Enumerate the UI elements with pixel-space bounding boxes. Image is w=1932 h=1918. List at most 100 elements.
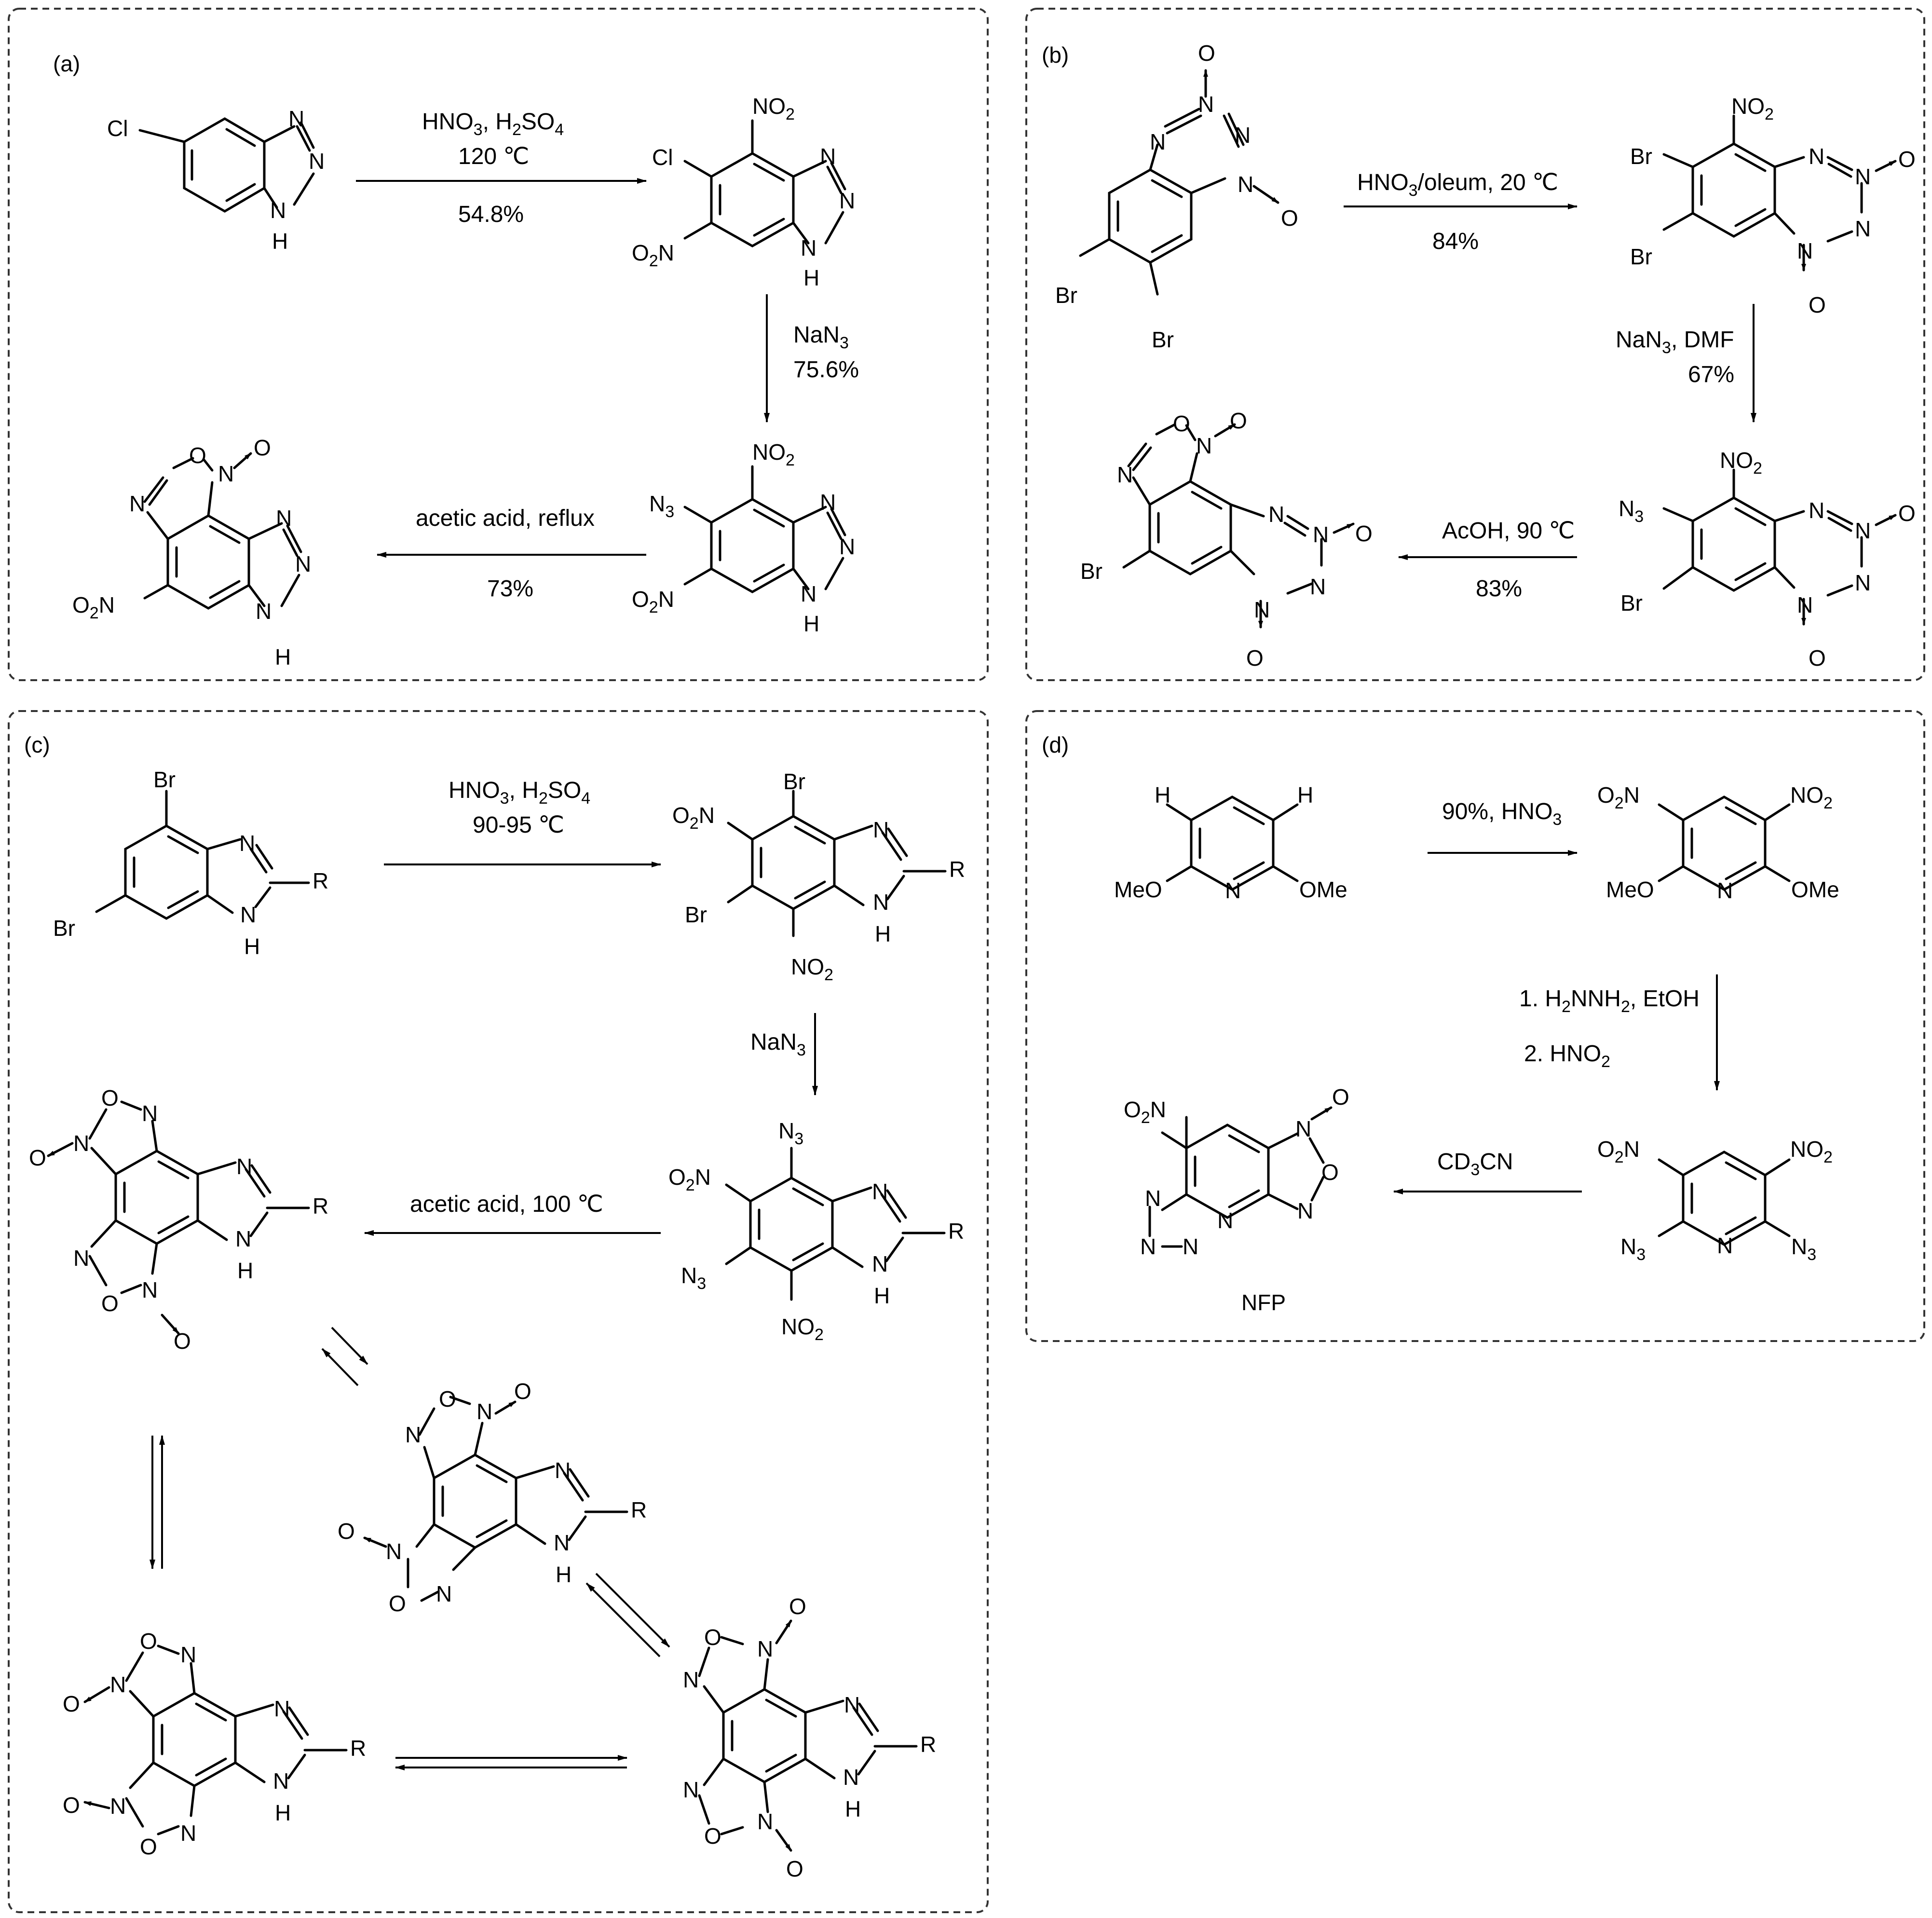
atom-N: N [270, 198, 286, 223]
atom-N: N [1140, 1234, 1156, 1259]
atom-N: N [873, 890, 889, 915]
atom-O: O [1173, 411, 1190, 436]
atom-N: N [1145, 1186, 1161, 1211]
atom-N: N [142, 1101, 158, 1126]
atom-R: R [350, 1736, 366, 1761]
atom-Cl: Cl [107, 116, 128, 141]
compound-b4: N O N O N N O N N O Br [1080, 408, 1373, 671]
atom-O: O [63, 1793, 80, 1818]
atom-O: O [101, 1291, 119, 1316]
atom-O: O [189, 443, 206, 468]
group-O2N: O2N [668, 1164, 711, 1194]
group-O2N: O2N [1124, 1097, 1166, 1127]
cond-d-step2-line1: 1. H2NNH2, EtOH [1519, 986, 1700, 1016]
atom-N: N [1717, 1233, 1733, 1258]
atom-H: H [875, 921, 891, 946]
equilibrium-c4-c7 [150, 1435, 165, 1569]
atom-O: O [29, 1145, 46, 1170]
atom-N: N [273, 1768, 289, 1794]
cond-c-step1-line1: HNO3, H2SO4 [449, 778, 590, 808]
atom-H: H [275, 644, 291, 670]
atom-N: N [757, 1636, 773, 1661]
group-N3: N3 [649, 491, 674, 521]
panel-c: Br Br N N H R HNO3, H2SO4 90-95 ℃ Br Br … [29, 767, 965, 1881]
atom-N: N [1855, 216, 1871, 241]
compound-c2: Br Br O2N NO2 N N H R [672, 769, 965, 984]
atom-H: H [1155, 782, 1170, 808]
atom-O: O [1809, 292, 1826, 317]
cond-a-step1-line2: 120 ℃ [458, 144, 529, 169]
atom-N: N [476, 1399, 492, 1424]
cond-c-step3-line1: acetic acid, 100 ℃ [410, 1192, 603, 1217]
atom-N: N [820, 144, 836, 169]
atom-N: N [1797, 238, 1813, 263]
cond-d-step3-line1: CD3CN [1437, 1149, 1513, 1179]
compound-c4: N O O N N O N O N N H R [29, 1085, 328, 1354]
atom-N: N [1238, 172, 1253, 197]
atom-N: N [1855, 518, 1871, 543]
atom-N: N [757, 1809, 773, 1834]
atom-Br: Br [1630, 244, 1652, 269]
atom-N: N [554, 1530, 570, 1555]
atom-O: O [789, 1594, 806, 1619]
panel-d-label: (d) [1042, 732, 1069, 757]
atom-N: N [1183, 1234, 1198, 1259]
panel-c-label: (c) [24, 732, 50, 757]
atom-N: N [295, 551, 311, 576]
atom-N: N [1150, 129, 1166, 154]
cond-a-step2-line2: 75.6% [793, 357, 859, 383]
atom-N: N [1313, 522, 1329, 547]
atom-N: N [1117, 462, 1133, 487]
atom-N: N [872, 1251, 888, 1276]
atom-H: H [556, 1562, 571, 1587]
atom-N: N [73, 1246, 89, 1271]
compound-c3: N3 O2N N3 NO2 N N H R [668, 1118, 964, 1344]
atom-R: R [313, 1193, 328, 1219]
panel-b-label: (b) [1042, 42, 1069, 68]
atom-O: O [140, 1629, 157, 1654]
atom-N: N [405, 1422, 421, 1447]
panel-d-box [1025, 710, 1925, 1342]
cond-b-step3-line1: AcOH, 90 ℃ [1442, 518, 1575, 544]
cond-c-step2-line1: NaN3 [750, 1029, 806, 1059]
cond-c-step1-line2: 90-95 ℃ [473, 812, 564, 838]
atom-R: R [313, 868, 328, 893]
atom-O: O [254, 435, 271, 460]
atom-N: N [801, 581, 816, 606]
atom-Br: Br [1080, 559, 1102, 584]
atom-Br: Br [1620, 590, 1643, 616]
atom-N: N [386, 1539, 402, 1564]
group-N3: N3 [681, 1263, 706, 1293]
group-NO2: NO2 [1790, 1137, 1833, 1166]
atom-N: N [683, 1667, 699, 1692]
group-NO2: NO2 [1731, 94, 1774, 123]
atom-Br: Br [153, 767, 176, 792]
atom-O: O [338, 1519, 355, 1544]
atom-N: N [839, 188, 855, 213]
atom-N: N [1717, 878, 1733, 903]
product-name-nfp: NFP [1241, 1290, 1286, 1315]
atom-O: O [786, 1856, 803, 1881]
atom-Br: Br [685, 902, 707, 927]
atom-N: N [240, 902, 256, 927]
equilibrium-c4-c5 [321, 1327, 368, 1386]
equilibrium-c7-c6 [395, 1755, 627, 1770]
atom-N: N [1809, 144, 1824, 169]
cond-d-step1-line1: 90%, HNO3 [1442, 799, 1562, 829]
atom-O: O [1281, 206, 1298, 231]
cond-d-step2-line2: 2. HNO2 [1524, 1041, 1610, 1071]
compound-d4-nfp: O2N N O O N N N N N NFP [1124, 1084, 1349, 1315]
atom-N: N [1254, 597, 1270, 622]
group-O2N: O2N [1597, 1137, 1640, 1166]
group-NO2: NO2 [791, 954, 833, 984]
compound-a1: N N N H Cl [107, 106, 325, 254]
atom-N: N [843, 1765, 859, 1790]
atom-N: N [1198, 92, 1214, 117]
atom-N: N [839, 534, 855, 559]
atom-N: N [288, 106, 304, 131]
atom-O: O [439, 1386, 456, 1411]
group-N3: N3 [1620, 1234, 1646, 1264]
atom-N: N [276, 506, 292, 531]
compound-c7: N O O N N O O N N N H R [63, 1629, 366, 1859]
